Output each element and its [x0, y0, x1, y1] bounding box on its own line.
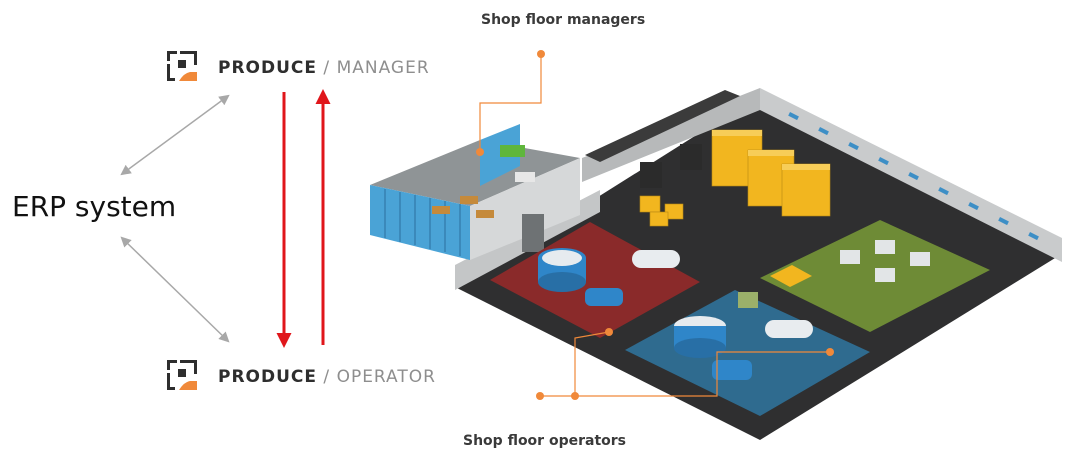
brand-name: PRODUCE — [218, 58, 318, 78]
caption-shop-floor-operators: Shop floor operators — [463, 433, 626, 449]
caption-shop-floor-managers: Shop floor managers — [481, 12, 646, 28]
callout-lines — [479, 54, 830, 397]
callout-dot — [476, 148, 484, 156]
produce-logo-icon — [167, 360, 197, 390]
factory-illustration — [370, 88, 1062, 440]
callout-dot — [605, 328, 613, 336]
role-name: MANAGER — [336, 58, 430, 78]
bidirectional-arrow-icon — [120, 236, 230, 343]
brand-name: PRODUCE — [218, 367, 318, 387]
role-name: OPERATOR — [336, 367, 436, 387]
produce-logo-icon — [167, 51, 197, 81]
bidirectional-arrow-icon — [120, 94, 230, 176]
callout-dot — [537, 50, 545, 58]
produce-manager-label: PRODUCE / MANAGER — [218, 58, 430, 78]
separator: / — [317, 367, 337, 387]
callout-dot — [826, 348, 834, 356]
produce-operator-label: PRODUCE / OPERATOR — [218, 367, 436, 387]
separator: / — [317, 58, 337, 78]
callout-dot — [536, 392, 544, 400]
callout-dot — [571, 392, 579, 400]
erp-system-label: ERP system — [12, 190, 177, 223]
